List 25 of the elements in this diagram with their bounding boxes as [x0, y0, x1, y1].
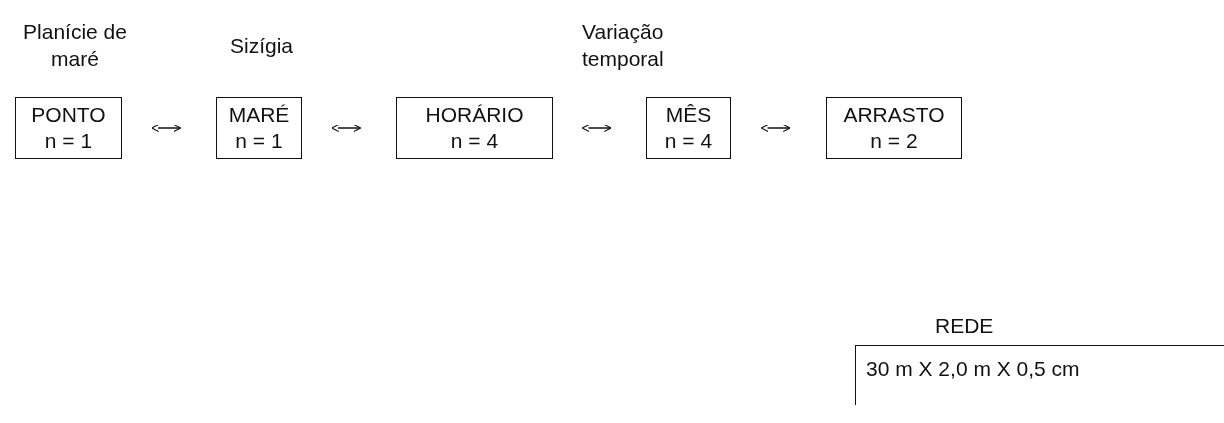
node-title: 30 m X 2,0 m X 0,5 cm — [866, 356, 1080, 382]
double-arrow — [760, 124, 791, 133]
node-count: n = 4 — [450, 128, 499, 154]
node-title: PONTO — [31, 101, 106, 128]
node-title: MÊS — [665, 101, 712, 128]
node-count: n = 2 — [870, 128, 918, 154]
net-spec-box — [855, 345, 1224, 405]
net-label: REDE — [935, 313, 995, 339]
node-count: n = 1 — [44, 128, 93, 154]
node-title: HORÁRIO — [425, 101, 524, 128]
sample-box — [15, 97, 122, 159]
sample-box — [826, 97, 962, 159]
node-title: MARÉ — [228, 101, 290, 128]
sample-box — [396, 97, 553, 159]
location-label: Planície de maré — [22, 19, 128, 73]
node-count: n = 1 — [235, 128, 283, 154]
node-title: ARRASTO — [843, 101, 945, 128]
sample-box — [646, 97, 731, 159]
node-count: n = 4 — [664, 128, 713, 154]
sample-box — [216, 97, 302, 159]
double-arrow — [151, 124, 182, 133]
time-label: Variação temporal — [582, 19, 665, 73]
double-arrow — [331, 124, 362, 133]
tide-label: Sizígia — [230, 33, 295, 59]
double-arrow — [581, 124, 612, 133]
